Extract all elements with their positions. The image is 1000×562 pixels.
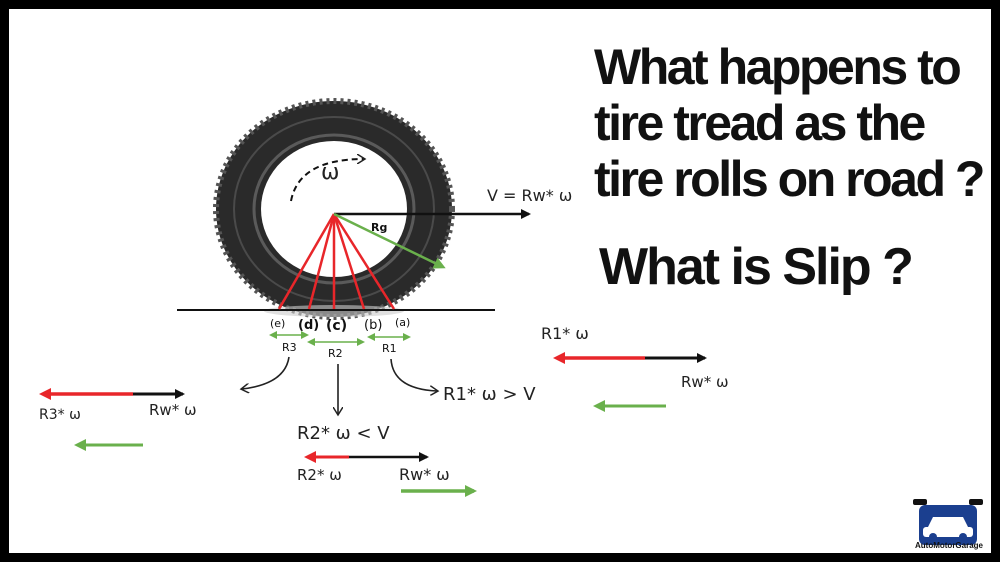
page-subtitle: What is Slip ?	[599, 238, 914, 296]
rw-omega-label-right: Rw* ω	[681, 373, 729, 391]
right-vectors	[553, 352, 707, 412]
rg-label: Rg	[371, 221, 387, 234]
r3-omega-label: R3* ω	[39, 407, 81, 423]
page-title: What happens to tire tread as the tire r…	[594, 39, 991, 207]
title-line-1: What happens to	[594, 39, 962, 95]
r3-pointer-arrow	[242, 356, 290, 389]
title-line-3: tire rolls on road ?	[594, 151, 985, 207]
car-logo-icon	[913, 499, 983, 545]
tire-slip-diagram: ω V = Rw* ω Rg (e) (d) (c) (b) (a) R3 R2…	[39, 98, 729, 497]
logo-text: AutoMotorGarage	[915, 541, 983, 550]
omega-label: ω	[321, 160, 339, 185]
contact-spokes	[277, 213, 396, 310]
center-vectors	[304, 451, 477, 497]
r2-relation: R2* ω < V	[297, 423, 390, 444]
r2-label: R2	[328, 347, 343, 360]
r1-label: R1	[382, 342, 397, 355]
tire-rim-hole	[261, 141, 407, 277]
rg-arrow	[333, 212, 446, 269]
r1-omega-label: R1* ω	[541, 324, 589, 343]
r1-relation: R1* ω > V	[443, 384, 536, 405]
r1-pointer-arrow	[390, 358, 437, 391]
rw-omega-label-left: Rw* ω	[149, 401, 197, 419]
r2-omega-label: R2* ω	[297, 466, 342, 484]
point-e-label: (e)	[270, 317, 285, 330]
rw-omega-label-center: Rw* ω	[399, 465, 450, 484]
point-d-label: (d)	[298, 318, 319, 333]
point-b-label: (b)	[364, 318, 382, 333]
title-line-2: tire tread as the	[594, 95, 926, 151]
point-c-label: (c)	[326, 318, 347, 334]
point-a-label: (a)	[395, 316, 410, 329]
left-vectors	[39, 388, 185, 451]
r3-label: R3	[282, 341, 297, 354]
velocity-label: V = Rw* ω	[487, 186, 572, 205]
